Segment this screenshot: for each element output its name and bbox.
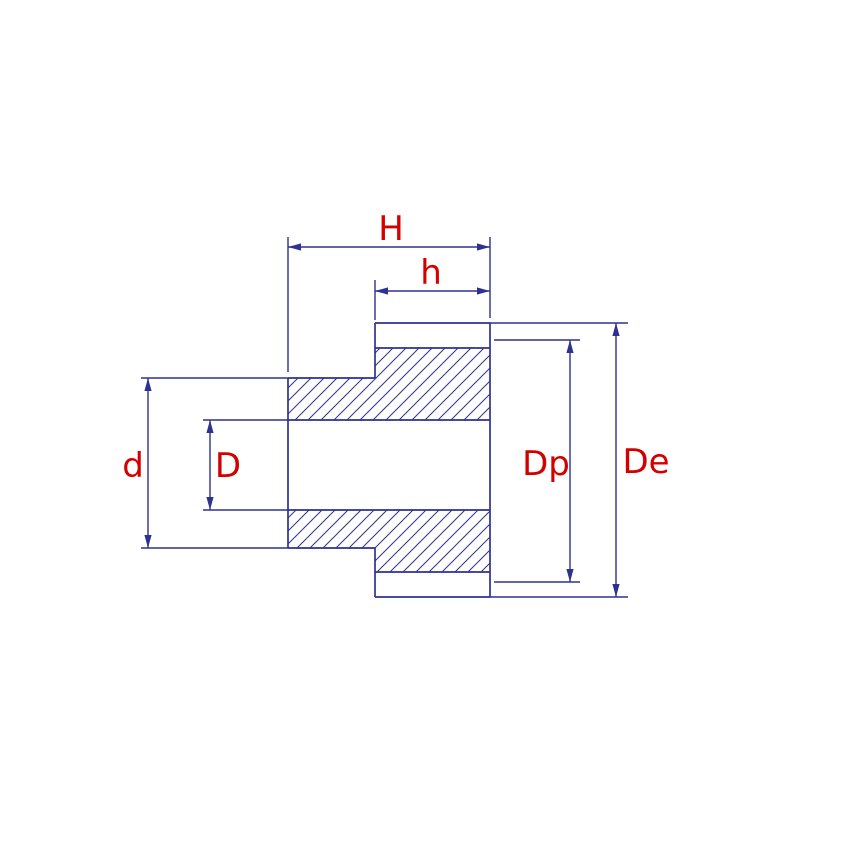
dimension-H: H: [287, 209, 491, 372]
section-hatching: [288, 348, 490, 572]
dimension-d: d: [122, 377, 288, 549]
hatch-region-gear-upper: [375, 348, 490, 420]
dimension-De-label: De: [622, 442, 669, 482]
dimension-h-label: h: [420, 253, 442, 293]
dimension-De: De: [490, 322, 670, 598]
hatch-region-hub-lower: [288, 510, 375, 548]
dimension-Dp-label: Dp: [522, 444, 570, 484]
dimension-D-label: D: [215, 446, 241, 486]
part-outline: [287, 322, 491, 598]
hatch-region-hub-upper: [288, 378, 375, 420]
dimension-d-label: d: [122, 446, 144, 486]
hatch-region-gear-lower: [375, 510, 490, 572]
dimension-Dp: Dp: [494, 339, 580, 583]
dimension-D: D: [203, 419, 288, 511]
dimension-H-label: H: [378, 209, 404, 249]
dimension-h: h: [374, 253, 490, 320]
